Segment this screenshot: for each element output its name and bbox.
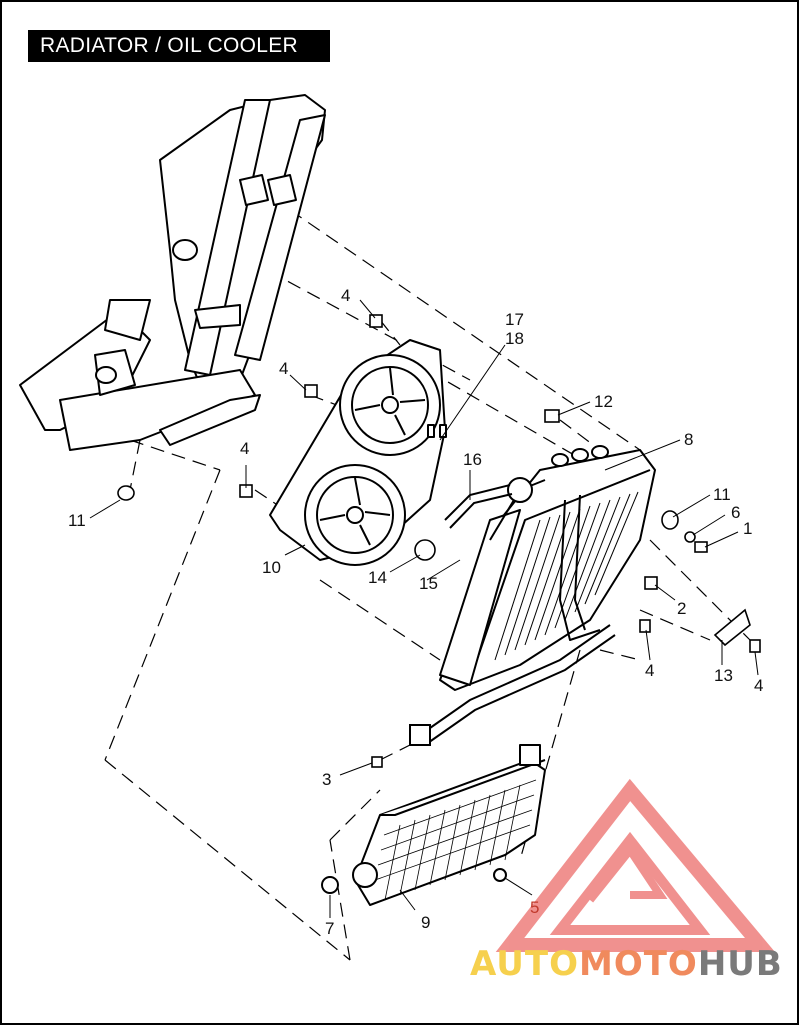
watermark-hub: HUB: [697, 944, 783, 984]
callout-17: 17: [505, 310, 524, 329]
callout-15: 15: [419, 574, 438, 593]
oil-cooler: [321, 744, 546, 906]
watermark-logo-icon: [495, 778, 776, 952]
callout-4-lower: 4: [645, 661, 655, 680]
watermark-text: AUTOMOTOHUB: [470, 944, 783, 984]
callout-14: 14: [368, 568, 387, 587]
page-title: RADIATOR / OIL COOLER: [28, 30, 330, 62]
callout-3: 3: [322, 770, 332, 789]
callout-2: 2: [677, 599, 687, 618]
watermark-moto: MOTO: [578, 944, 698, 984]
callout-6: 6: [731, 503, 741, 522]
callout-1: 1: [743, 519, 753, 538]
callout-11-right: 11: [713, 485, 731, 504]
callout-leaders: [89, 299, 759, 918]
callout-5: 5: [530, 898, 540, 917]
callout-11-left: 11: [68, 511, 86, 530]
callout-18: 18: [505, 329, 524, 348]
fan-shroud: [269, 339, 447, 566]
callout-9: 9: [421, 913, 431, 932]
callout-4-fan-left: 4: [279, 359, 289, 378]
callout-4-top: 4: [341, 286, 351, 305]
radiator: [439, 445, 656, 691]
callout-8: 8: [684, 430, 694, 449]
callout-7: 7: [325, 919, 335, 938]
callout-12: 12: [594, 392, 613, 411]
hardware-parts: [117, 314, 761, 768]
callout-13: 13: [714, 666, 733, 685]
callout-4-bracket: 4: [754, 676, 764, 695]
callout-10: 10: [262, 558, 281, 577]
frame-assembly: [19, 94, 326, 451]
callout-16: 16: [463, 450, 482, 469]
watermark-auto: AUTO: [470, 944, 579, 984]
callout-4-shroud: 4: [240, 439, 250, 458]
